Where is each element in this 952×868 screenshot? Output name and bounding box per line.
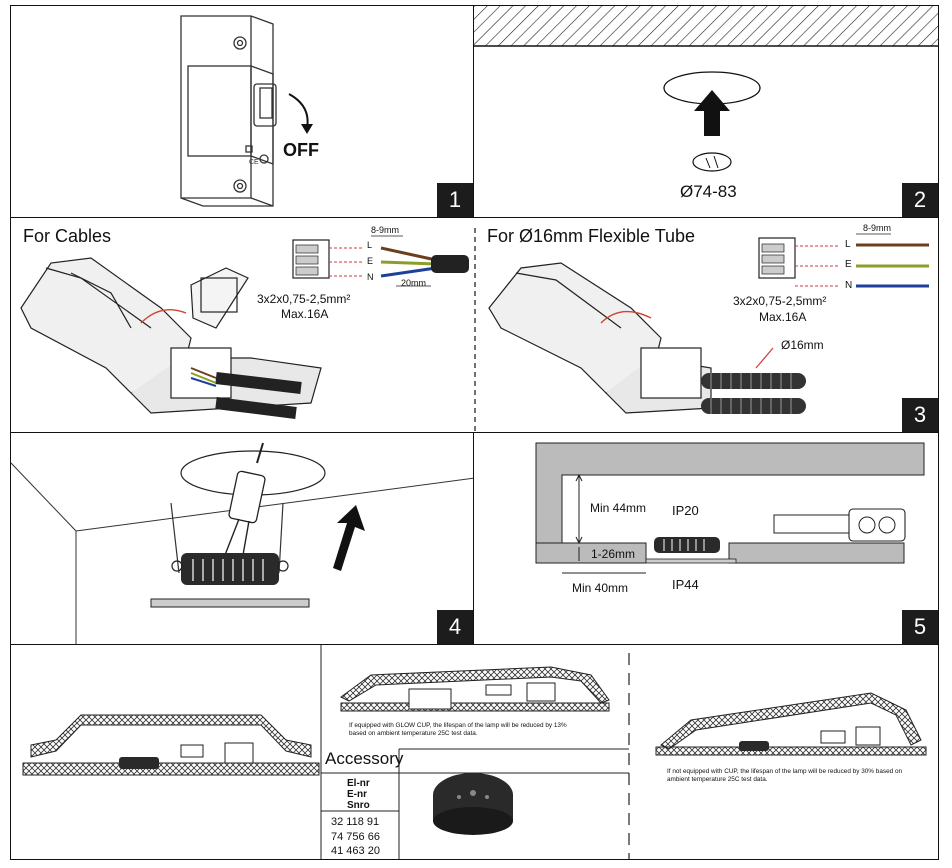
- tube-diameter-label: Ø16mm: [781, 338, 824, 352]
- panel-3-divider: [474, 228, 476, 432]
- flexible-tube-title: For Ø16mm Flexible Tube: [487, 226, 696, 246]
- tube-connector-illustration: [488, 233, 929, 414]
- terminal-e-b: E: [845, 259, 852, 270]
- terminal-e-a: E: [367, 256, 374, 266]
- panel-step-3: For Cables 8-9mm: [10, 217, 939, 433]
- step-number-5: 5: [902, 610, 938, 644]
- table-value-2: 74 756 66: [331, 831, 380, 843]
- panel-step-1: CE OFF 1: [10, 5, 474, 218]
- panel-step-2: Ø74-83 2: [473, 5, 939, 218]
- for-cables-title: For Cables: [23, 226, 112, 246]
- ip44-label: IP44: [672, 577, 699, 592]
- terminal-n-b: N: [845, 280, 853, 291]
- max-current-a: Max.16A: [281, 307, 329, 321]
- table-header-snro: Snro: [347, 800, 370, 811]
- step-number-1: 1: [437, 183, 473, 217]
- terminal-n-a: N: [367, 272, 374, 282]
- cable-spec-b: 3x2x0,75-2,5mm²: [733, 294, 827, 308]
- accessory-title: Accessory: [325, 749, 404, 768]
- terminal-l-a: L: [367, 240, 373, 250]
- note-without-cup: If not equipped with CUP, the lifespan o…: [667, 768, 903, 783]
- installation-dimensions-diagram: [535, 442, 925, 574]
- step-number-4: 4: [437, 610, 473, 644]
- ceiling-thickness-label: 1-26mm: [591, 547, 636, 561]
- off-label: OFF: [283, 140, 319, 160]
- terminal-l-b: L: [845, 239, 851, 250]
- max-current-b: Max.16A: [759, 310, 807, 324]
- panel-step-5: Min 44mm IP20 1-26mm IP44 Min 40mm 5: [473, 432, 939, 645]
- hole-diameter-label: Ø74-83: [680, 182, 737, 201]
- ip20-label: IP20: [672, 503, 699, 518]
- panel-step-4: 4: [10, 432, 474, 645]
- sheath-length-label-a: 20mm: [401, 278, 427, 288]
- step-number-3: 3: [902, 398, 938, 432]
- strip-length-label-a: 8-9mm: [371, 225, 400, 235]
- cable-spec-a: 3x2x0,75-2,5mm²: [257, 292, 351, 306]
- step-number-2: 2: [902, 183, 938, 217]
- ceiling-install-illustration: [11, 442, 473, 644]
- cable-connector-illustration: [20, 235, 469, 419]
- note-with-glow-cup: If equipped with GLOW CUP, the lifespan …: [349, 722, 567, 737]
- circuit-breaker-illustration: CE: [180, 15, 313, 207]
- svg-text:CE: CE: [249, 159, 259, 166]
- strip-length-label-b: 8-9mm: [863, 223, 892, 233]
- panel-insulation-info: If equipped with GLOW CUP, the lifespan …: [10, 644, 939, 860]
- min-height-label: Min 44mm: [590, 501, 647, 515]
- min-width-label: Min 40mm: [572, 581, 629, 595]
- table-header-el-nr: El-nr: [347, 778, 370, 789]
- table-value-3: 41 463 20: [331, 845, 380, 857]
- table-value-1: 32 118 91: [331, 816, 380, 828]
- table-header-e-nr: E-nr: [347, 789, 367, 800]
- ceiling-hole-illustration: [474, 6, 938, 172]
- insulation-illustrations: [22, 645, 927, 859]
